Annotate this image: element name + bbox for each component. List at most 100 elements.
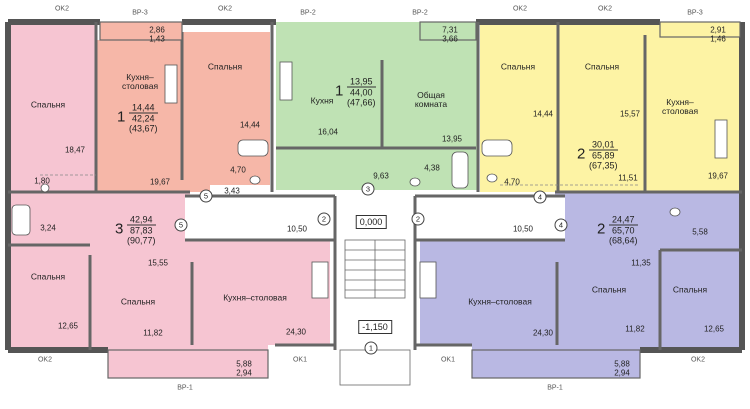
room-area: 15,55 (147, 258, 169, 268)
room-area: 2,94 (236, 368, 252, 378)
room-name: Спальня (584, 61, 620, 72)
window-tag: BP-3 (132, 9, 148, 17)
room-area: 13,95 (441, 134, 463, 144)
room-area: 11,82 (143, 328, 163, 338)
room-area: 19,67 (707, 171, 729, 181)
total-area: 65,70 (612, 225, 635, 236)
room-area: 10,50 (512, 224, 534, 234)
room-area: 5,58 (692, 227, 708, 237)
window-tag: BP-2 (300, 9, 316, 17)
room-area: 18,47 (64, 145, 86, 155)
window-tag: BP-3 (687, 9, 703, 17)
dashed-lines (40, 174, 640, 186)
window-tag: OK2 (54, 5, 70, 13)
staircase (339, 239, 411, 386)
room-area: 3,43 (224, 186, 240, 196)
apartment-number: 2 (577, 145, 586, 163)
room-area: 9,63 (373, 171, 389, 181)
fixtures (11, 61, 728, 299)
living-area: 13,95 (347, 77, 376, 88)
room-area: 11,35 (631, 258, 651, 268)
room-name: Спальня (30, 271, 66, 282)
room-area: 12,65 (703, 324, 725, 334)
axis-marker: 4 (533, 190, 547, 204)
room-area: 3,66 (442, 34, 458, 44)
level-mark: 0,000 (355, 215, 387, 229)
room-area: 12,65 (57, 321, 79, 331)
total-area-balcony: (67,35) (589, 160, 618, 171)
total-area: 65,89 (592, 150, 615, 161)
window-tag: OK2 (690, 356, 706, 364)
apartment-number: 2 (597, 220, 606, 238)
apartment-number: 3 (115, 220, 124, 238)
room-area: 24,30 (532, 328, 554, 338)
living-area: 30,01 (589, 140, 618, 151)
total-area-balcony: (43,67) (129, 123, 158, 134)
axis-marker: 2 (411, 212, 425, 226)
room-name: Спальня (120, 296, 156, 307)
room-area: 11,51 (618, 173, 638, 183)
room-area: 7,31 (442, 25, 458, 35)
living-area: 24,47 (609, 215, 638, 226)
total-area: 44,00 (350, 87, 373, 98)
total-area-balcony: (68,64) (609, 235, 638, 246)
balconies (99, 21, 741, 379)
window-tag: BP-1 (547, 384, 563, 392)
level-mark: -1,150 (358, 320, 392, 334)
room-name: Кухня–столовая (468, 296, 532, 307)
room-name: Кухня–столовая (223, 292, 287, 303)
room-area: 3,24 (40, 223, 56, 233)
room-name: Общая комната (414, 90, 448, 109)
room-area: 1,46 (710, 34, 726, 44)
room-area: 16,04 (317, 127, 339, 137)
living-area: 14,44 (129, 103, 158, 114)
window-tag: BP-1 (177, 384, 193, 392)
living-area: 42,94 (127, 215, 156, 226)
room-area: 11,82 (625, 324, 645, 334)
axis-marker: 5 (174, 218, 188, 232)
room-name: Кухня (310, 95, 334, 106)
room-name: Кухня– столовая (661, 97, 699, 116)
room-name: Спальня (591, 284, 627, 295)
axis-marker: 4 (554, 218, 568, 232)
axis-marker: 2 (317, 212, 331, 226)
total-area: 87,83 (130, 225, 153, 236)
window-tag: OK2 (597, 5, 613, 13)
room-area: 4,70 (504, 177, 520, 187)
total-area-balcony: (47,66) (347, 97, 376, 108)
room-area: 14,44 (532, 109, 554, 119)
total-area: 42,24 (132, 113, 155, 124)
room-name: Спальня (672, 284, 708, 295)
room-area: 1,80 (34, 176, 50, 186)
apartment-number: 1 (117, 108, 126, 126)
room-name: Спальня (207, 61, 243, 72)
room-area: 19,67 (149, 177, 171, 187)
room-area: 1,43 (149, 34, 165, 44)
room-area: 24,30 (285, 327, 307, 337)
room-area: 4,70 (230, 165, 246, 175)
window-tag: OK2 (37, 356, 53, 364)
room-name: Кухня– столовая (121, 72, 159, 91)
room-name: Спальня (30, 99, 66, 110)
room-area: 15,57 (619, 109, 641, 119)
window-tag: OK1 (292, 356, 308, 364)
window-tag: OK1 (440, 356, 456, 364)
axis-marker: 5 (199, 189, 213, 203)
room-area: 2,94 (614, 368, 630, 378)
room-area: 2,91 (710, 25, 726, 35)
total-area-balcony: (90,77) (127, 235, 156, 246)
axis-marker: 1 (364, 341, 378, 355)
room-area: 10,50 (286, 224, 308, 234)
room-name: Спальня (500, 61, 536, 72)
zone-apt-yellow (480, 22, 740, 192)
window-tag: OK2 (217, 5, 233, 13)
room-area: 5,88 (236, 359, 252, 369)
axis-marker: 3 (361, 182, 375, 196)
